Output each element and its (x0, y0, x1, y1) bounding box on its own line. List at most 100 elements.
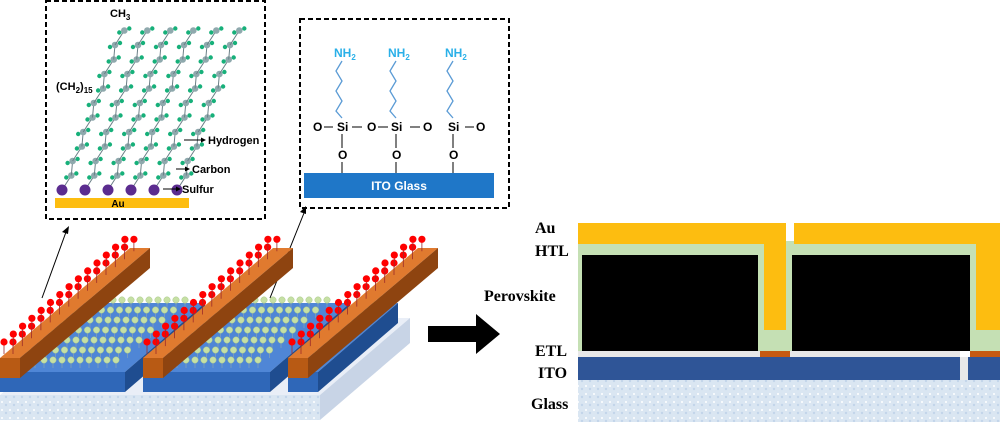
aminosilane-head (257, 346, 264, 354)
hydrogen-atom (98, 156, 103, 162)
au-layer-label: Au (535, 220, 556, 237)
thiol-head (171, 314, 179, 322)
aminosilane-head (70, 346, 77, 354)
hydrogen-atom (232, 30, 237, 35)
aminosilane-head (268, 336, 276, 344)
hydrogen-atom (132, 102, 137, 108)
chain-length-label: (CH2)15 (56, 81, 93, 95)
hydrogen-atom (107, 142, 113, 147)
bridging-oxygen-label: O (392, 148, 401, 162)
ito-strip-2-front (143, 372, 270, 392)
ito-pad-left (578, 357, 760, 380)
hydrogen-atom (189, 73, 194, 79)
hydrogen-atom (96, 98, 102, 104)
hydrogen-atom (222, 69, 227, 75)
hydrogen-atom (121, 156, 126, 162)
sam-substrate-label: Au (111, 199, 124, 210)
aminosilane-head (255, 316, 263, 324)
perovskite-layer-label: Perovskite (484, 288, 556, 305)
aminosilane-head (264, 316, 272, 324)
aminosilane-head (314, 296, 322, 304)
hydrogen-atom (189, 171, 194, 176)
aminosilane-head (277, 336, 285, 344)
hydrogen-atom (95, 88, 101, 93)
sulfur-label: Sulfur (182, 184, 214, 196)
aminosilane-head (241, 336, 249, 344)
au-electrode-right (794, 223, 1000, 330)
aminosilane-head (112, 356, 120, 364)
thiol-head (84, 267, 92, 275)
sulfur-atom (125, 184, 137, 196)
ito-glass-label: ITO Glass (371, 179, 427, 193)
aminosilane-head (249, 306, 256, 314)
aminosilane-head (140, 316, 148, 324)
siloxane-oxygen-label: O (423, 120, 432, 134)
aminosilane-head (108, 336, 116, 344)
aminosilane-head (134, 306, 141, 314)
thiol-head (418, 235, 426, 243)
hydrogen-atom (155, 127, 160, 133)
carbon-atom (101, 143, 109, 150)
aminosilane-head (113, 316, 121, 324)
aminosilane-head (227, 356, 235, 364)
hydrogen-atom (118, 113, 123, 118)
aminosilane-head (221, 346, 228, 354)
ito-glass-substrate (304, 173, 494, 198)
silane-inset-arrowhead (300, 206, 306, 214)
carbon-atom (78, 143, 86, 150)
hydrogen-atom (143, 146, 149, 151)
aminosilane-head (239, 346, 246, 354)
carbon-atom (69, 157, 76, 165)
hydrogen-atom (119, 98, 125, 104)
hydrogen-atom (75, 156, 80, 162)
htl-layer-label: HTL (535, 243, 569, 260)
hydrogen-atom (145, 131, 150, 137)
ito-pad-right (760, 357, 960, 380)
aminosilane-head (136, 296, 144, 304)
aminosilane-head (305, 296, 313, 304)
hydrogen-atom (117, 30, 122, 35)
hydrogen-atom (130, 142, 136, 147)
thiol-head (9, 330, 17, 338)
aminosilane-head (259, 336, 267, 344)
thiol-head (208, 283, 216, 291)
thiol-head (112, 243, 120, 251)
gold-bar-side (20, 248, 150, 378)
thiol-head (93, 259, 101, 267)
thiol-head (74, 275, 82, 283)
hydrogen-atom (74, 171, 79, 176)
carbon-atom (101, 70, 108, 78)
hydrogen-atom (174, 84, 180, 89)
thiol-head (180, 306, 188, 314)
hydrogen-atom (76, 131, 81, 137)
hydrogen-atom (132, 127, 137, 133)
hydrogen-atom (120, 171, 125, 176)
aminosilane-head (135, 336, 143, 344)
sam-inset-pointer (41, 231, 67, 299)
thiol-head (217, 275, 225, 283)
aminosilane-head (120, 326, 127, 334)
hydrogen-atom (162, 55, 167, 60)
aminosilane-head (296, 296, 304, 304)
aminosilane-head (93, 326, 100, 334)
hydrogen-atom (209, 30, 214, 35)
aminosilane-head (84, 326, 91, 334)
gold-bar-top (288, 248, 438, 358)
hydrogen-atom (197, 84, 203, 89)
hydrogen-atom (179, 175, 184, 180)
aminosilane-head (72, 336, 80, 344)
aminosilane-head (285, 306, 292, 314)
hydrogen-atom (212, 73, 217, 79)
aminosilane-head (138, 326, 145, 334)
aminosilane-head (85, 356, 93, 364)
aminosilane-head (61, 346, 68, 354)
aminosilane-head (191, 356, 199, 364)
hydrogen-atom (191, 131, 196, 137)
aminosilane-head (131, 316, 139, 324)
hydrogen-atom (153, 44, 159, 50)
hydrogen-atom (185, 55, 190, 60)
sulfur-atom (148, 184, 160, 196)
hydrogen-atom (231, 55, 236, 60)
hydrogen-atom (180, 160, 185, 166)
